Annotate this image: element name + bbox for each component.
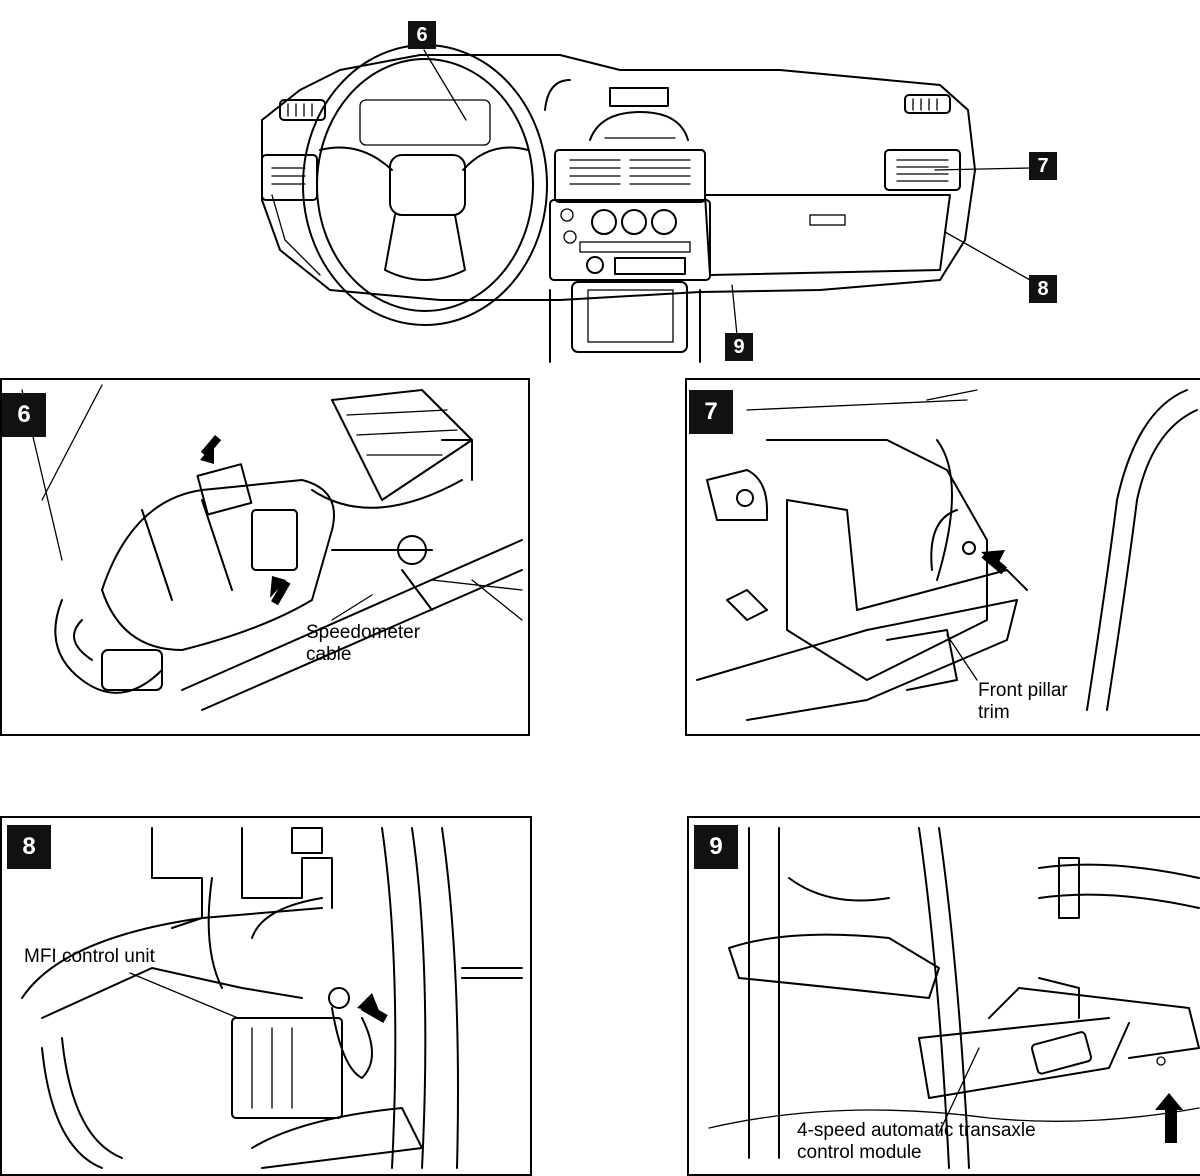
label-cable: cable bbox=[306, 644, 352, 665]
callout-8: 8 bbox=[1029, 275, 1057, 303]
panel-9: 9 4-speed automatic transaxle control mo… bbox=[687, 816, 1200, 1176]
panel-9-drawing bbox=[708, 827, 1200, 1169]
panel-8-badge: 8 bbox=[7, 825, 51, 869]
panel-6-drawing bbox=[21, 384, 523, 711]
label-mfi-control-unit: MFI control unit bbox=[24, 946, 155, 967]
callout-7: 7 bbox=[1029, 152, 1057, 180]
panel-8-drawing bbox=[21, 827, 523, 1169]
label-4-speed-transaxle: 4-speed automatic transaxle bbox=[797, 1120, 1036, 1141]
label-speedometer: Speedometer bbox=[306, 622, 421, 643]
panel-6-badge: 6 bbox=[2, 393, 46, 437]
panel-7-drawing bbox=[696, 389, 1198, 721]
label-front-pillar: Front pillar bbox=[978, 680, 1068, 701]
label-control-module: control module bbox=[797, 1142, 922, 1163]
panel-7-badge: 7 bbox=[689, 390, 733, 434]
callout-9: 9 bbox=[725, 333, 753, 361]
panel-6: 6 Speedometer cable bbox=[0, 378, 530, 736]
dashboard-overview-drawing bbox=[261, 44, 1031, 363]
callout-6: 6 bbox=[408, 21, 436, 49]
label-trim: trim bbox=[978, 702, 1010, 723]
panel-9-badge: 9 bbox=[694, 825, 738, 869]
panel-7: 7 Front pillar trim bbox=[685, 378, 1200, 736]
panel-8: 8 MFI control unit bbox=[0, 816, 532, 1176]
